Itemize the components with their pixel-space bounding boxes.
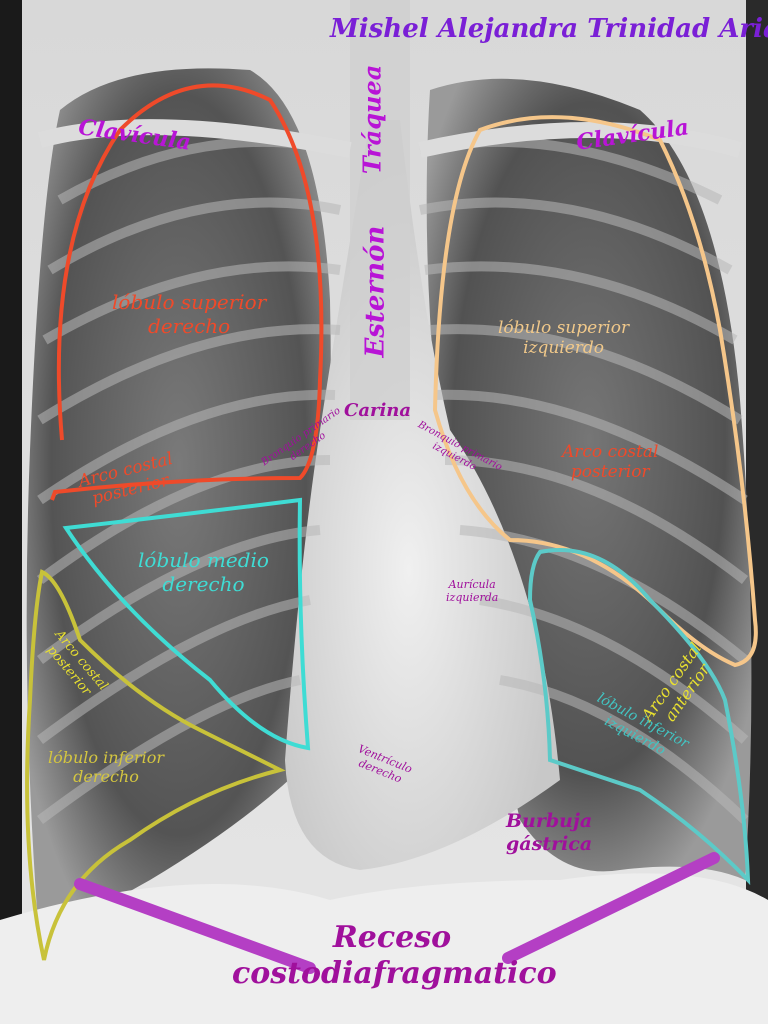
label-sternum: Esternón: [360, 225, 391, 358]
diaphragm-abdomen: [0, 873, 768, 1024]
left-clavicle-bone: [418, 122, 743, 158]
label-left-atrium-line1: Aurícula: [448, 578, 496, 591]
label-posterior-rib-left-line2: posterior: [570, 462, 650, 483]
right-middle-lobe-outline: [62, 497, 311, 751]
label-costodiaphragmatic-recess: Receso costodiafragmatico: [232, 920, 557, 992]
label-right-middle-lobe-line1: lóbulo medio: [138, 548, 269, 572]
label-posterior-rib-left-line1: Arco costal: [562, 442, 659, 462]
label-right-middle-lobe: lóbulo medio derecho: [138, 548, 269, 596]
label-right-upper-lobe: lóbulo superior derecho: [112, 290, 266, 338]
label-gastric-bubble: Burbuja gástrica: [506, 810, 592, 856]
left-film-edge: [0, 0, 22, 1024]
left-recess-line: [502, 852, 720, 964]
label-right-upper-lobe-line1: lóbulo superior: [112, 290, 267, 314]
label-posterior-rib-left: Arco costal posterior: [562, 442, 658, 483]
author-name: Mishel Alejandra Trinidad Arias: [330, 14, 768, 44]
label-gastric-bubble-line2: gástrica: [506, 832, 593, 855]
right-clavicle-bone: [37, 119, 352, 158]
label-left-atrium-line2: izquierda: [446, 591, 499, 605]
right-upper-lobe-outline: [50, 83, 324, 501]
label-left-atrium: Aurícula izquierda: [446, 578, 498, 604]
right-film-edge: [746, 0, 768, 1024]
label-right-lower-lobe-line1: lóbulo inferior: [48, 748, 164, 767]
label-recess-line1: Receso: [332, 920, 452, 955]
label-trachea: Tráquea: [357, 64, 387, 175]
label-left-upper-lobe-line2: izquierdo: [523, 338, 605, 359]
label-left-upper-lobe-line1: lóbulo superior: [498, 318, 630, 338]
spine-trachea-column: [350, 0, 410, 420]
label-gastric-bubble-line1: Burbuja: [506, 810, 593, 832]
label-right-upper-lobe-line2: derecho: [148, 314, 231, 338]
label-recess-line2: costodiafragmatico: [232, 956, 557, 991]
right-recess-line: [74, 878, 316, 974]
right-lung-field: [26, 68, 331, 951]
label-carina: Carina: [344, 400, 412, 421]
label-right-lower-lobe: lóbulo inferior derecho: [48, 748, 164, 786]
label-right-lower-lobe-line2: derecho: [73, 767, 139, 787]
right-lower-lobe-outline: [25, 569, 286, 961]
label-right-middle-lobe-line2: derecho: [162, 572, 245, 596]
left-lower-lobe-outline: [527, 548, 751, 886]
label-left-upper-lobe: lóbulo superior izquierdo: [498, 318, 629, 359]
